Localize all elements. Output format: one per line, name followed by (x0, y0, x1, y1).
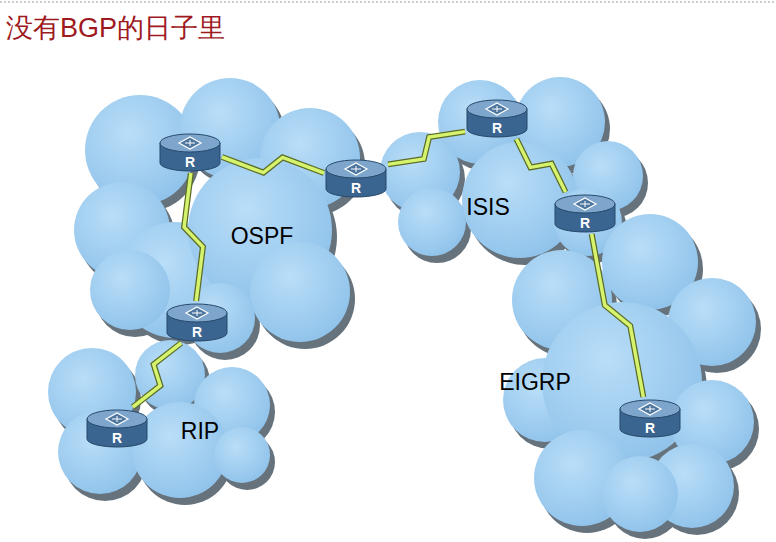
router-letter: R (492, 121, 502, 135)
cloud-puff (398, 188, 466, 256)
routing-domain-cloud: EIGRPR (503, 214, 762, 540)
router-icon: R (618, 397, 682, 439)
router-letter: R (112, 431, 122, 445)
domain-label: RIP (181, 419, 219, 444)
router-icon: R (553, 192, 617, 234)
router-icon: R (465, 97, 529, 139)
routing-domain-cloud: RIP R (48, 340, 276, 506)
domain-label: ISIS (466, 195, 509, 220)
domain-label: OSPF (231, 224, 294, 249)
router-icon: R (158, 131, 222, 173)
domain-label: EIGRP (499, 370, 571, 395)
dotted-rule (0, 0, 776, 4)
router-letter: R (645, 421, 655, 435)
router-letter: R (580, 216, 590, 230)
routing-domain-cloud: OSPF R R (74, 78, 366, 361)
cloud-puff (90, 250, 170, 330)
router-icon: R (324, 157, 388, 199)
router-letter: R (185, 155, 195, 169)
router-letter: R (351, 181, 361, 195)
router-letter: R (192, 325, 202, 339)
cloud-puff (214, 427, 270, 483)
page-title: 没有BGP的日子里 (6, 10, 225, 46)
router-icon: R (85, 407, 149, 449)
cloud-shape (48, 340, 276, 506)
cloud-puff (602, 456, 678, 532)
cloud-puff (250, 242, 350, 342)
router-icon: R (165, 301, 229, 343)
